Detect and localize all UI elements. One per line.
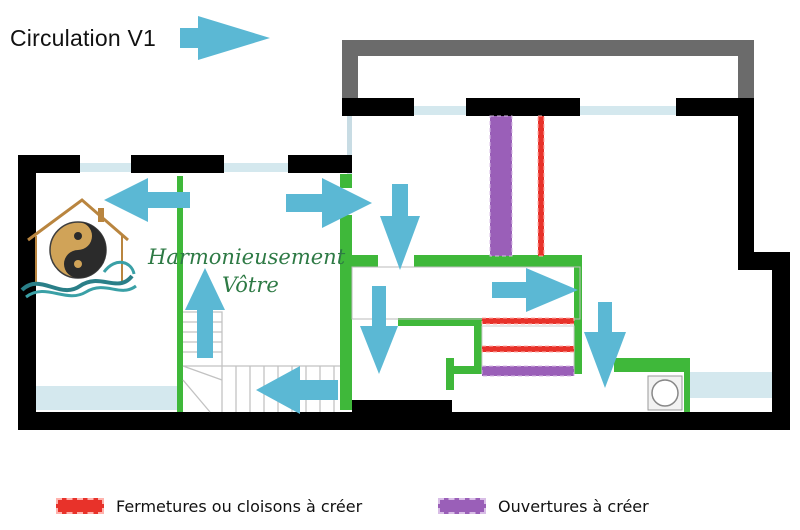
green-wall-room-top-b [414,255,582,267]
arrow-icon [256,366,338,414]
legend-swatch-purple [438,498,486,514]
arrow-icon [360,286,398,374]
arrow-icon [492,268,578,312]
green-wall-left-divider [177,176,183,412]
legend-label-partitions: Fermetures ou cloisons à créer [116,496,363,516]
green-wall-center [340,215,352,410]
house-roof-icon [27,198,129,242]
washbasin-icon [647,375,683,411]
purple-opening-horizontal [481,365,575,377]
window-bottom-left [36,386,180,410]
legend-item-openings: Ouvertures à créer [438,494,649,518]
thin-wall-right-room [347,112,352,182]
legend-swatch-red [56,498,104,514]
green-wall-center-upper [340,174,352,188]
green-wall-room-right [574,255,582,313]
green-wall-washroom-right [684,358,690,412]
wall-bottom-middle [352,400,452,414]
diagram-title: Circulation V1 [10,25,156,51]
wall-right-upper [738,98,754,270]
arrow-icon [286,178,372,228]
green-wall-bath-bottom [446,366,482,374]
legend-item-partitions: Fermetures ou cloisons à créer [56,494,362,518]
extension-interior [358,56,738,100]
green-wall-corridor [398,318,482,326]
wall-top-right-2 [466,98,580,116]
wall-left [18,155,36,430]
title-arrow-icon [180,16,270,60]
wall-right-lower [772,252,790,430]
green-wall-bath-right [574,310,582,374]
window-top-right-2 [580,106,676,115]
arrow-icon [380,184,420,270]
logo-text-line2: Vôtre [222,273,279,297]
red-partition-vertical [537,115,545,257]
window-top-right-1 [414,106,466,115]
red-partition-h1 [481,317,575,325]
wall-top-left-3 [288,155,352,173]
yin-yang-logo-icon [49,221,107,279]
window-top-left-1 [80,163,131,172]
logo: Harmonieusement Vôtre [20,198,346,299]
purple-opening-vertical [489,115,513,257]
logo-text-line1: Harmonieusement [147,245,346,269]
arrow-icon [584,302,626,388]
wall-top-right-1 [342,98,414,116]
red-partition-h2 [481,345,575,353]
arrow-icon [185,268,225,358]
green-wall-bath-left [474,318,482,374]
green-wall-room-top-a [352,255,378,267]
wall-bottom [18,412,790,430]
window-top-left-2 [224,163,288,172]
wall-top-left-2 [131,155,224,173]
room-outline-small [351,266,581,320]
green-wall-stub [446,358,454,390]
green-wall-washroom-top [614,358,688,372]
wall-top-right-3 [676,98,754,116]
arrow-icon [104,178,190,222]
legend-label-openings: Ouvertures à créer [498,496,649,516]
window-bottom-right [688,372,772,398]
